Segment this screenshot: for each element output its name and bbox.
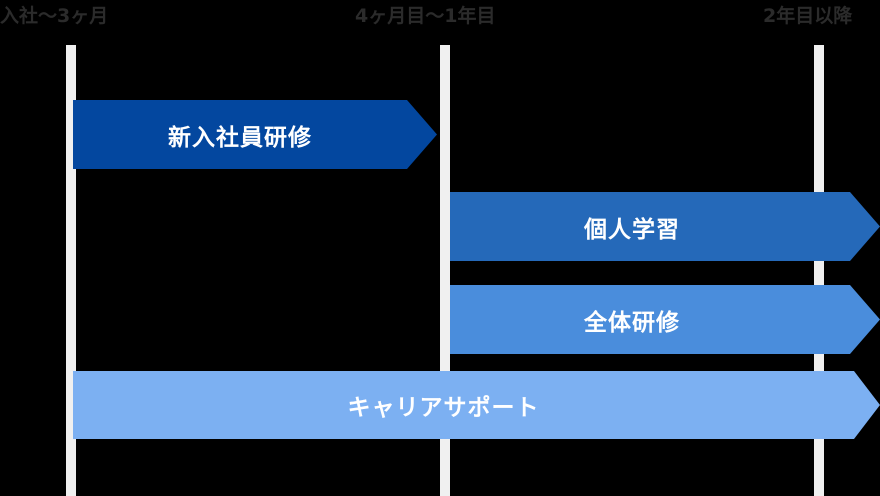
arrow-bar-label: 新入社員研修 (168, 124, 312, 151)
arrow-bar-label: 全体研修 (584, 309, 680, 336)
column-header-phase-2: 4ヶ月目〜1年目 (355, 5, 496, 27)
arrow-bar-group-training: 全体研修 (450, 285, 880, 354)
divider-line-phase-2 (440, 45, 450, 496)
column-header-phase-3: 2年目以降 (763, 5, 853, 27)
column-header-phase-1: 入社〜3ヶ月 (0, 5, 109, 27)
arrow-bar-label: キャリアサポート (347, 395, 540, 421)
divider-line-phase-1 (66, 45, 76, 496)
arrow-bar-new-employee-training: 新入社員研修 (73, 100, 437, 169)
arrow-bar-label: 個人学習 (584, 216, 680, 243)
arrow-bar-individual-learning: 個人学習 (450, 192, 880, 261)
arrow-bar-career-support: キャリアサポート (73, 371, 880, 439)
divider-line-phase-3 (814, 45, 824, 496)
